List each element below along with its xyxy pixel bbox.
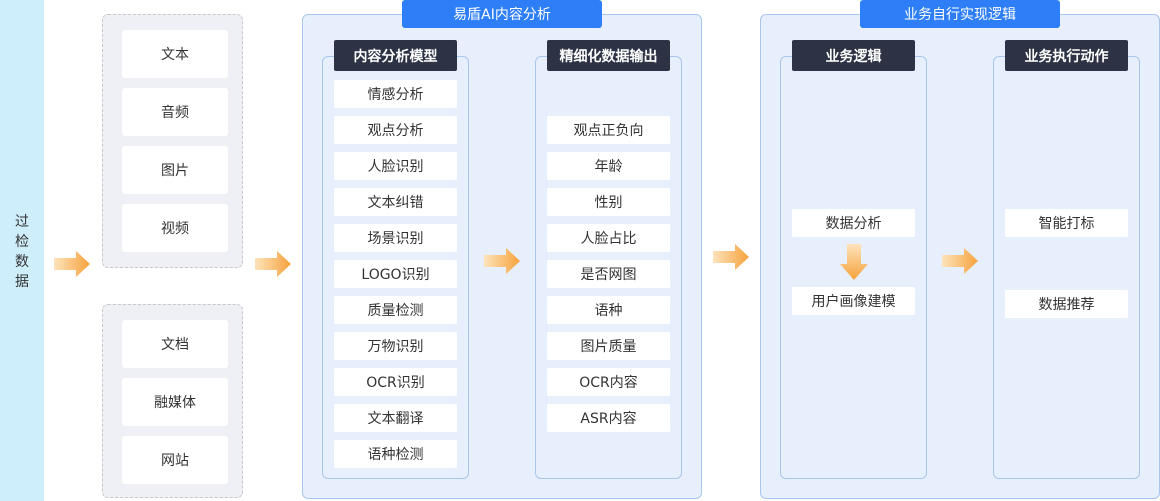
flow-arrow-icon	[942, 248, 978, 274]
logic-step: 用户画像建模	[792, 287, 915, 315]
source-label: 过 检 数 据	[0, 212, 44, 292]
flow-arrow-icon	[713, 244, 749, 270]
output-item: OCR内容	[547, 368, 670, 396]
model-list: 情感分析 观点分析 人脸识别 文本纠错 场景识别 LOGO识别 质量检测 万物识…	[334, 80, 457, 468]
input-card: 音频	[122, 88, 228, 136]
action-item: 智能打标	[1005, 209, 1128, 237]
model-item: 观点分析	[334, 116, 457, 144]
model-item: OCR识别	[334, 368, 457, 396]
action-header: 业务执行动作	[1005, 40, 1128, 71]
input-card: 视频	[122, 204, 228, 252]
output-item: 年龄	[547, 152, 670, 180]
output-item: 图片质量	[547, 332, 670, 360]
output-item: 是否网图	[547, 260, 670, 288]
output-list: 观点正负向 年龄 性别 人脸占比 是否网图 语种 图片质量 OCR内容 ASR内…	[547, 116, 670, 432]
input-card: 网站	[122, 436, 228, 484]
source-label-char: 据	[15, 274, 29, 290]
source-column	[0, 0, 44, 501]
output-item: 观点正负向	[547, 116, 670, 144]
model-item: 质量检测	[334, 296, 457, 324]
model-item: 情感分析	[334, 80, 457, 108]
input-card: 融媒体	[122, 378, 228, 426]
ai-panel-title: 易盾AI内容分析	[402, 0, 602, 28]
input-card: 图片	[122, 146, 228, 194]
action-column	[993, 56, 1140, 479]
logic-header: 业务逻辑	[792, 40, 915, 71]
flow-arrow-icon	[54, 251, 90, 277]
model-item: 语种检测	[334, 440, 457, 468]
output-item: 性别	[547, 188, 670, 216]
source-label-char: 过	[15, 214, 29, 230]
model-item: 万物识别	[334, 332, 457, 360]
source-label-char: 数	[15, 254, 29, 270]
flow-arrow-icon	[255, 251, 291, 277]
output-item: 人脸占比	[547, 224, 670, 252]
output-item: ASR内容	[547, 404, 670, 432]
model-header: 内容分析模型	[334, 40, 457, 71]
down-arrow-icon	[840, 244, 868, 280]
model-item: 文本翻译	[334, 404, 457, 432]
input-card: 文档	[122, 320, 228, 368]
model-item: 文本纠错	[334, 188, 457, 216]
model-item: 人脸识别	[334, 152, 457, 180]
flow-arrow-icon	[484, 248, 520, 274]
action-item: 数据推荐	[1005, 290, 1128, 318]
model-item: LOGO识别	[334, 260, 457, 288]
source-label-char: 检	[15, 234, 29, 250]
input-card: 文本	[122, 30, 228, 78]
business-panel-title: 业务自行实现逻辑	[860, 0, 1060, 28]
logic-step: 数据分析	[792, 209, 915, 237]
output-header: 精细化数据输出	[547, 40, 670, 71]
model-item: 场景识别	[334, 224, 457, 252]
output-item: 语种	[547, 296, 670, 324]
